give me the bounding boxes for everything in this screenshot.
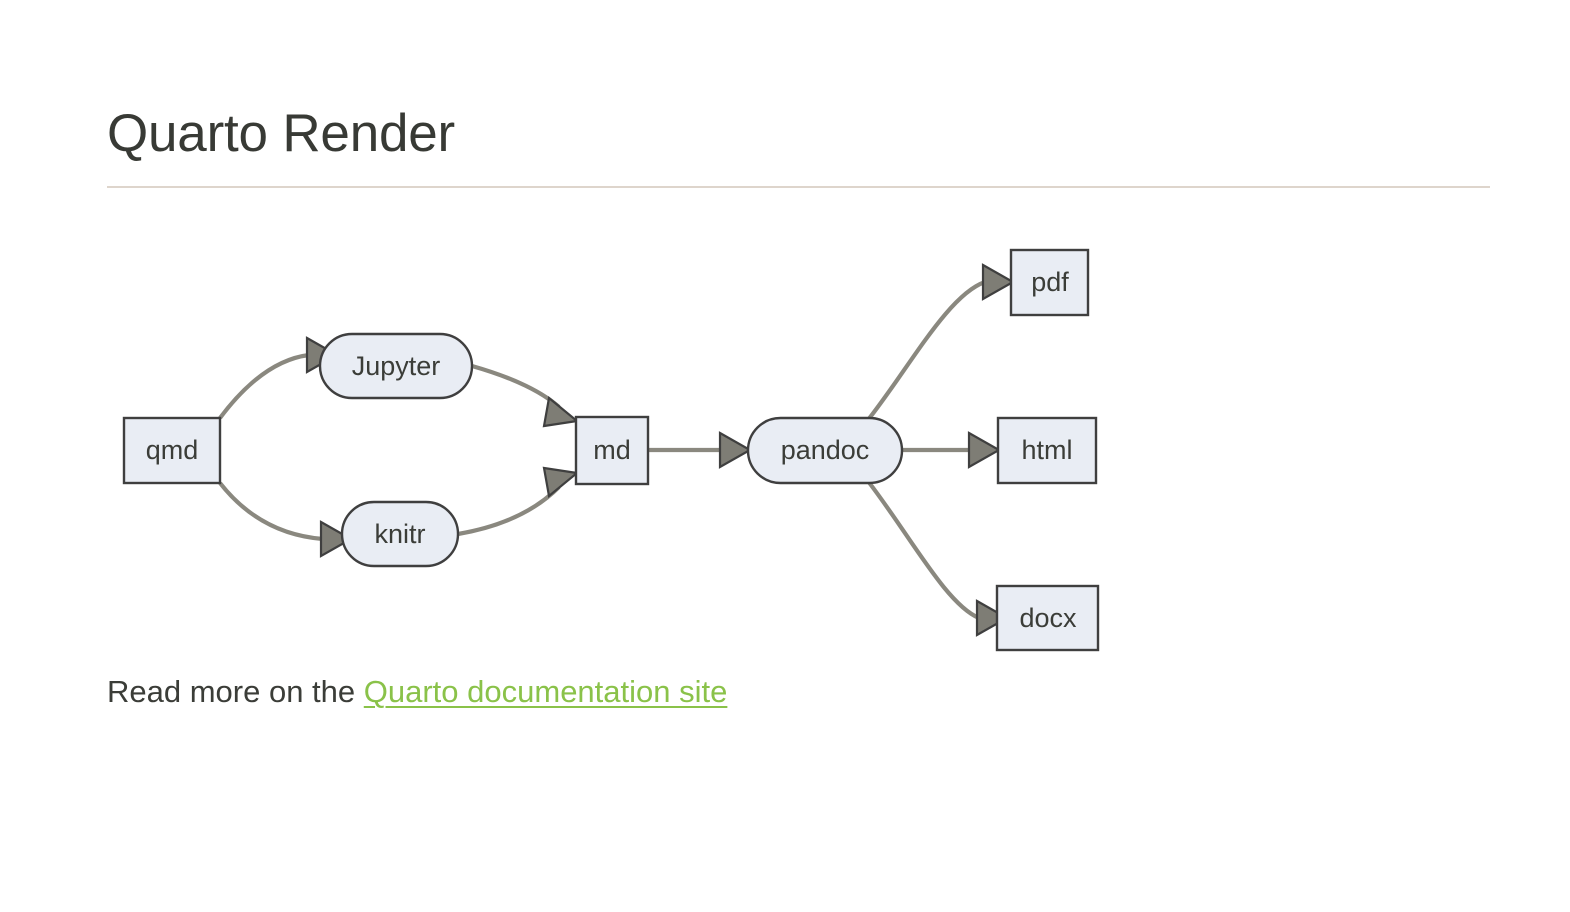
node-html[interactable]: html <box>996 416 1098 485</box>
edge-md-to-pandoc <box>648 431 753 469</box>
node-pdf[interactable]: pdf <box>1009 248 1090 317</box>
node-md[interactable]: md <box>574 415 650 486</box>
read-more-paragraph: Read more on the Quarto documentation si… <box>107 670 727 713</box>
quarto-documentation-link[interactable]: Quarto documentation site <box>363 674 728 709</box>
edge-qmd-to-knitr <box>218 481 354 558</box>
edge-qmd-to-jupyter <box>218 336 340 420</box>
quarto-render-flowchart: qmd Jupyter knitr md <box>107 212 1167 652</box>
node-jupyter[interactable]: Jupyter <box>318 332 474 400</box>
read-more-text: Read more on the <box>107 674 364 709</box>
flowchart-svg: qmd Jupyter knitr md <box>122 248 1100 652</box>
edge-pandoc-to-html <box>902 431 1002 469</box>
node-qmd[interactable]: qmd <box>122 416 222 485</box>
title-divider <box>107 186 1490 188</box>
edge-layer <box>218 263 1016 637</box>
node-docx[interactable]: docx <box>995 584 1100 652</box>
page-title: Quarto Render <box>107 104 455 163</box>
edge-pandoc-to-pdf <box>862 263 1016 427</box>
edge-knitr-to-md <box>457 466 580 537</box>
node-pandoc[interactable]: pandoc <box>746 416 904 485</box>
node-knitr[interactable]: knitr <box>340 500 460 568</box>
edge-pandoc-to-docx <box>862 474 1010 637</box>
edge-jupyter-to-md <box>471 363 580 428</box>
